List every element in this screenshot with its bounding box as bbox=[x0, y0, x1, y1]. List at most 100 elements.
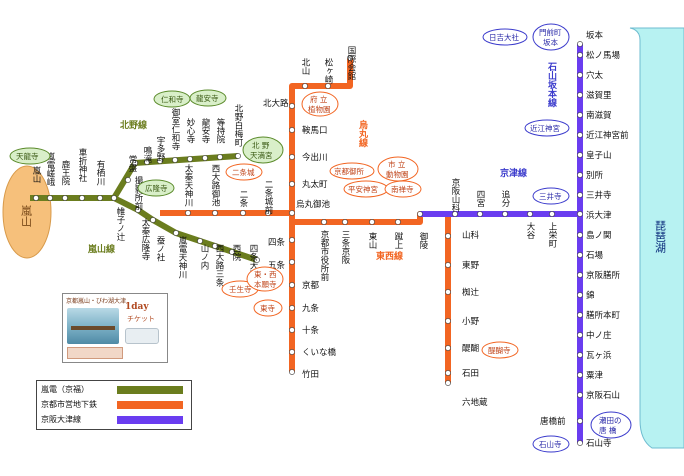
landmark-tenryuji: 天龍寺 bbox=[9, 147, 51, 165]
station-dot bbox=[289, 154, 295, 160]
station-arisugawa: 有栖川 bbox=[95, 159, 105, 185]
station-dot bbox=[202, 155, 208, 161]
station-dot bbox=[577, 272, 583, 278]
station-dot bbox=[79, 195, 85, 201]
station-yamashina: 山科 bbox=[462, 230, 480, 241]
station-dot bbox=[577, 332, 583, 338]
station-dot bbox=[289, 181, 295, 187]
station-rokuoin: 鹿王院 bbox=[60, 159, 70, 186]
station-dot bbox=[289, 127, 295, 133]
svg-text:京都御所: 京都御所 bbox=[334, 166, 364, 176]
svg-text:醍醐寺: 醍醐寺 bbox=[488, 345, 511, 355]
station-randen-tenjingawa: 嵐電天神川 bbox=[177, 236, 187, 279]
svg-text:東・西: 東・西 bbox=[254, 269, 277, 279]
station-dot bbox=[577, 72, 583, 78]
station-dot bbox=[502, 211, 508, 217]
ticket-bridge bbox=[71, 326, 115, 330]
station-keihan-zeze: 京阪膳所 bbox=[586, 270, 621, 281]
station-dot bbox=[577, 440, 583, 446]
station-dot bbox=[477, 211, 483, 217]
station-dot bbox=[172, 157, 178, 163]
station-dot bbox=[125, 177, 131, 183]
oneday-ticket-image: 京都嵐山・びわ湖大津 1day チケット bbox=[62, 293, 168, 363]
station-dot bbox=[577, 352, 583, 358]
station-nishioji-sanjo: 西大路三条 bbox=[214, 244, 224, 287]
station-nijo: 二条 bbox=[238, 190, 248, 207]
station-dot bbox=[445, 380, 451, 386]
station-dot bbox=[577, 312, 583, 318]
station-marutamachi: 丸太町 bbox=[302, 179, 328, 190]
station-kaikonoyashiro: 蚕ノ社 bbox=[155, 236, 165, 262]
svg-text:坂本: 坂本 bbox=[543, 37, 558, 47]
station-oiwake: 追分 bbox=[500, 189, 510, 208]
svg-text:日吉大社: 日吉大社 bbox=[489, 32, 519, 42]
landmark-heian-jingu: 平安神宮 bbox=[343, 180, 389, 198]
station-dot bbox=[347, 55, 353, 61]
karasuma-line-label: 烏丸線 bbox=[357, 119, 369, 148]
svg-text:本願寺: 本願寺 bbox=[254, 279, 277, 289]
station-dot bbox=[289, 369, 295, 375]
station-dot bbox=[577, 232, 583, 238]
legend: 嵐電（京福） 京都市営地下鉄 京阪大津線 bbox=[36, 380, 192, 430]
station-narutaki: 鳴滝 bbox=[142, 145, 152, 164]
station-nishiin: 西院 bbox=[231, 244, 241, 262]
station-ryoanji: 龍安寺 bbox=[200, 117, 210, 143]
station-dot bbox=[395, 219, 401, 225]
arashiyama-label: 嵐山 bbox=[20, 205, 33, 227]
legend-subway-swatch bbox=[117, 401, 183, 409]
landmark-omi-jingu: 近江神宮 bbox=[524, 119, 570, 137]
station-zeze-honmachi: 膳所本町 bbox=[586, 310, 621, 321]
station-dot bbox=[212, 243, 218, 249]
ticket-oneday: 1day bbox=[125, 302, 149, 312]
station-dot bbox=[577, 392, 583, 398]
ticket-foot bbox=[67, 347, 123, 359]
station-dot bbox=[445, 345, 451, 351]
station-dot bbox=[240, 210, 246, 216]
station-rokujizo: 六地蔵 bbox=[462, 397, 488, 408]
svg-text:龍安寺: 龍安寺 bbox=[196, 93, 219, 103]
svg-text:広隆寺: 広隆寺 bbox=[145, 183, 168, 193]
ticket-title: 京都嵐山・びわ湖大津 bbox=[66, 298, 127, 305]
ticket-word: チケット bbox=[127, 315, 155, 323]
svg-text:天龍寺: 天龍寺 bbox=[16, 151, 39, 161]
station-dot bbox=[577, 372, 583, 378]
svg-text:天満宮: 天満宮 bbox=[250, 150, 273, 160]
station-kuinabashi: くいな橋 bbox=[302, 347, 337, 358]
station-kujo: 九条 bbox=[302, 303, 320, 314]
station-dot bbox=[445, 318, 451, 324]
svg-text:動物園: 動物園 bbox=[386, 169, 409, 179]
svg-text:市 立: 市 立 bbox=[388, 159, 406, 169]
station-dot bbox=[212, 210, 218, 216]
landmark-botanical-garden: 府 立 植物園 bbox=[301, 91, 339, 117]
station-dot bbox=[217, 154, 223, 160]
svg-text:府 立: 府 立 bbox=[310, 94, 328, 104]
station-dot bbox=[289, 282, 295, 288]
arashiyama-line-label: 嵐山線 bbox=[87, 243, 115, 255]
station-awazu: 粟津 bbox=[586, 370, 604, 381]
landmark-koryuji: 広隆寺 bbox=[137, 179, 175, 197]
station-dot bbox=[62, 195, 68, 201]
station-miidera: 三井寺 bbox=[586, 190, 612, 201]
station-dot bbox=[445, 370, 451, 376]
station-dot bbox=[197, 238, 203, 244]
station-omi-jingumae: 近江神宮前 bbox=[586, 130, 629, 141]
station-dot bbox=[265, 210, 271, 216]
station-katabiranotsuji: 帷子ノ辻 bbox=[115, 206, 125, 242]
station-dot bbox=[417, 211, 423, 217]
station-kitano-hakubaicho: 北野白梅町 bbox=[233, 104, 243, 147]
station-ishiba: 石場 bbox=[586, 250, 604, 261]
station-matsunobaba: 松ノ馬場 bbox=[586, 50, 621, 61]
station-dot bbox=[289, 327, 295, 333]
station-nakanosho: 中ノ庄 bbox=[586, 330, 612, 341]
station-dot bbox=[445, 289, 451, 295]
station-jujo: 十条 bbox=[302, 325, 320, 336]
station-karasuma-oike: 烏丸御池 bbox=[296, 199, 331, 210]
station-dots bbox=[33, 41, 583, 446]
landmark-ishiyamadera: 石山寺 bbox=[532, 435, 570, 453]
station-nishiki: 錦 bbox=[586, 290, 595, 301]
station-tokiwa: 常盤 bbox=[127, 154, 137, 172]
station-dot bbox=[33, 195, 39, 201]
biwako-label: 琵琶湖 bbox=[654, 220, 667, 254]
station-dot bbox=[577, 211, 583, 217]
